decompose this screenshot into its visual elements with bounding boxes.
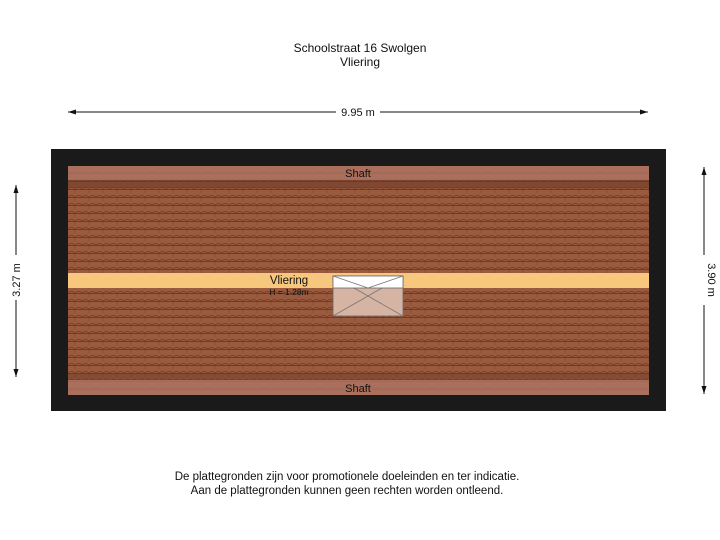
shaft-top-shadow — [68, 180, 649, 188]
shaft-bottom-shadow — [68, 373, 649, 380]
vliering-name-label: Vliering — [270, 275, 308, 287]
shaft-bottom-band — [68, 380, 649, 395]
plan-title: Schoolstraat 16 Swolgen Vliering — [0, 41, 720, 69]
left-height-label: 3.27 m — [11, 263, 23, 297]
left-height-dimension: 3.27 m — [11, 185, 23, 377]
roof-hatch — [332, 275, 404, 317]
vliering-height-label: H = 1.28m — [269, 287, 308, 297]
right-height-dimension: 3.90 m — [701, 167, 717, 394]
disclaimer-line-2: Aan de plattegronden kunnen geen rechten… — [190, 485, 504, 497]
shaft-bottom-label: Shaft — [345, 383, 371, 395]
disclaimer-line-1: De plattegronden zijn voor promotionele … — [174, 471, 520, 483]
shaft-top-label: Shaft — [345, 168, 371, 180]
width-dimension: 9.95 m — [68, 107, 648, 119]
floor-name-text: Vliering — [339, 55, 381, 69]
disclaimer: De plattegronden zijn voor promotionele … — [0, 470, 694, 498]
shaft-top-band — [68, 166, 649, 180]
address-text: Schoolstraat 16 Swolgen — [293, 41, 427, 55]
right-height-label: 3.90 m — [705, 263, 717, 297]
width-label: 9.95 m — [341, 107, 375, 119]
